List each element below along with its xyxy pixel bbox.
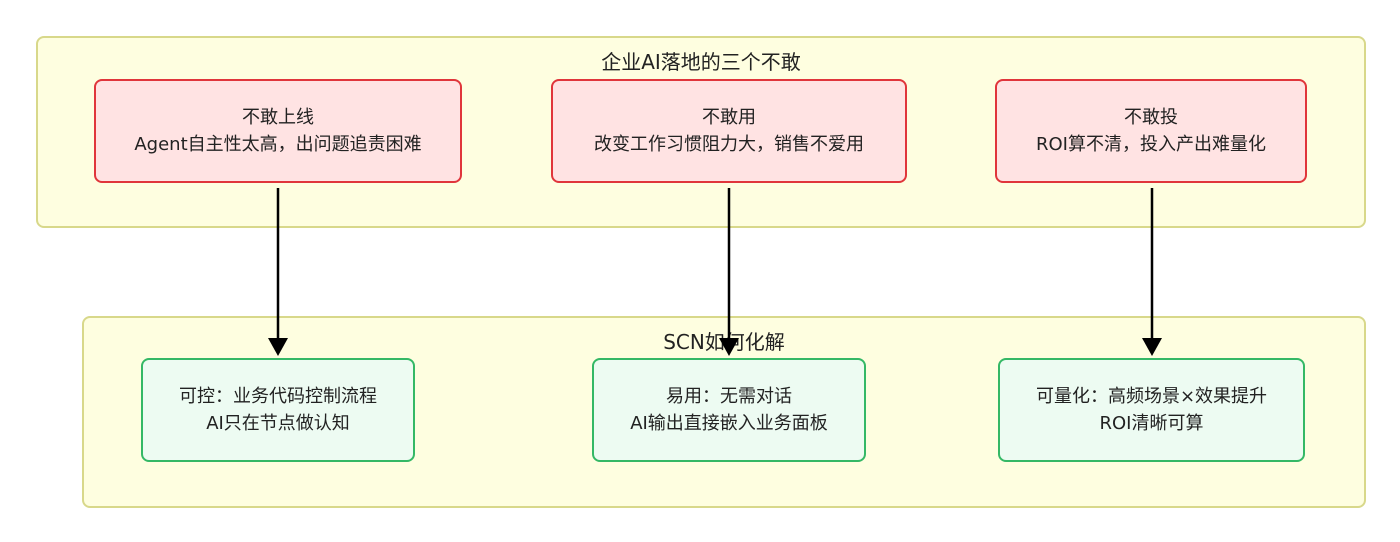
- solution-node-easy: 易用：无需对话 AI输出直接嵌入业务面板: [592, 358, 866, 462]
- solution-node-quantifiable: 可量化：高频场景×效果提升 ROI清晰可算: [998, 358, 1305, 462]
- problem-node-use-title: 不敢用: [702, 107, 756, 128]
- solution-node-controllable: 可控：业务代码控制流程 AI只在节点做认知: [141, 358, 415, 462]
- problem-node-deploy: 不敢上线 Agent自主性太高，出问题追责困难: [94, 79, 462, 183]
- problem-node-invest-desc: ROI算不清，投入产出难量化: [1036, 134, 1266, 155]
- problem-node-invest: 不敢投 ROI算不清，投入产出难量化: [995, 79, 1307, 183]
- solution-node-controllable-desc: AI只在节点做认知: [206, 413, 350, 434]
- problem-node-deploy-title: 不敢上线: [242, 107, 314, 128]
- solution-node-quantifiable-desc: ROI清晰可算: [1099, 413, 1204, 434]
- problem-node-use-desc: 改变工作习惯阻力大，销售不爱用: [594, 134, 864, 155]
- solutions-group-title: SCN如何化解: [663, 330, 785, 354]
- problem-node-invest-title: 不敢投: [1124, 107, 1178, 128]
- solution-node-quantifiable-title: 可量化：高频场景×效果提升: [1035, 386, 1268, 407]
- problems-group-title: 企业AI落地的三个不敢: [601, 50, 801, 74]
- solution-node-easy-title: 易用：无需对话: [666, 386, 792, 407]
- problem-node-deploy-desc: Agent自主性太高，出问题追责困难: [134, 134, 422, 155]
- solution-node-controllable-title: 可控：业务代码控制流程: [179, 386, 377, 407]
- problem-node-use: 不敢用 改变工作习惯阻力大，销售不爱用: [551, 79, 907, 183]
- solution-node-easy-desc: AI输出直接嵌入业务面板: [630, 413, 828, 434]
